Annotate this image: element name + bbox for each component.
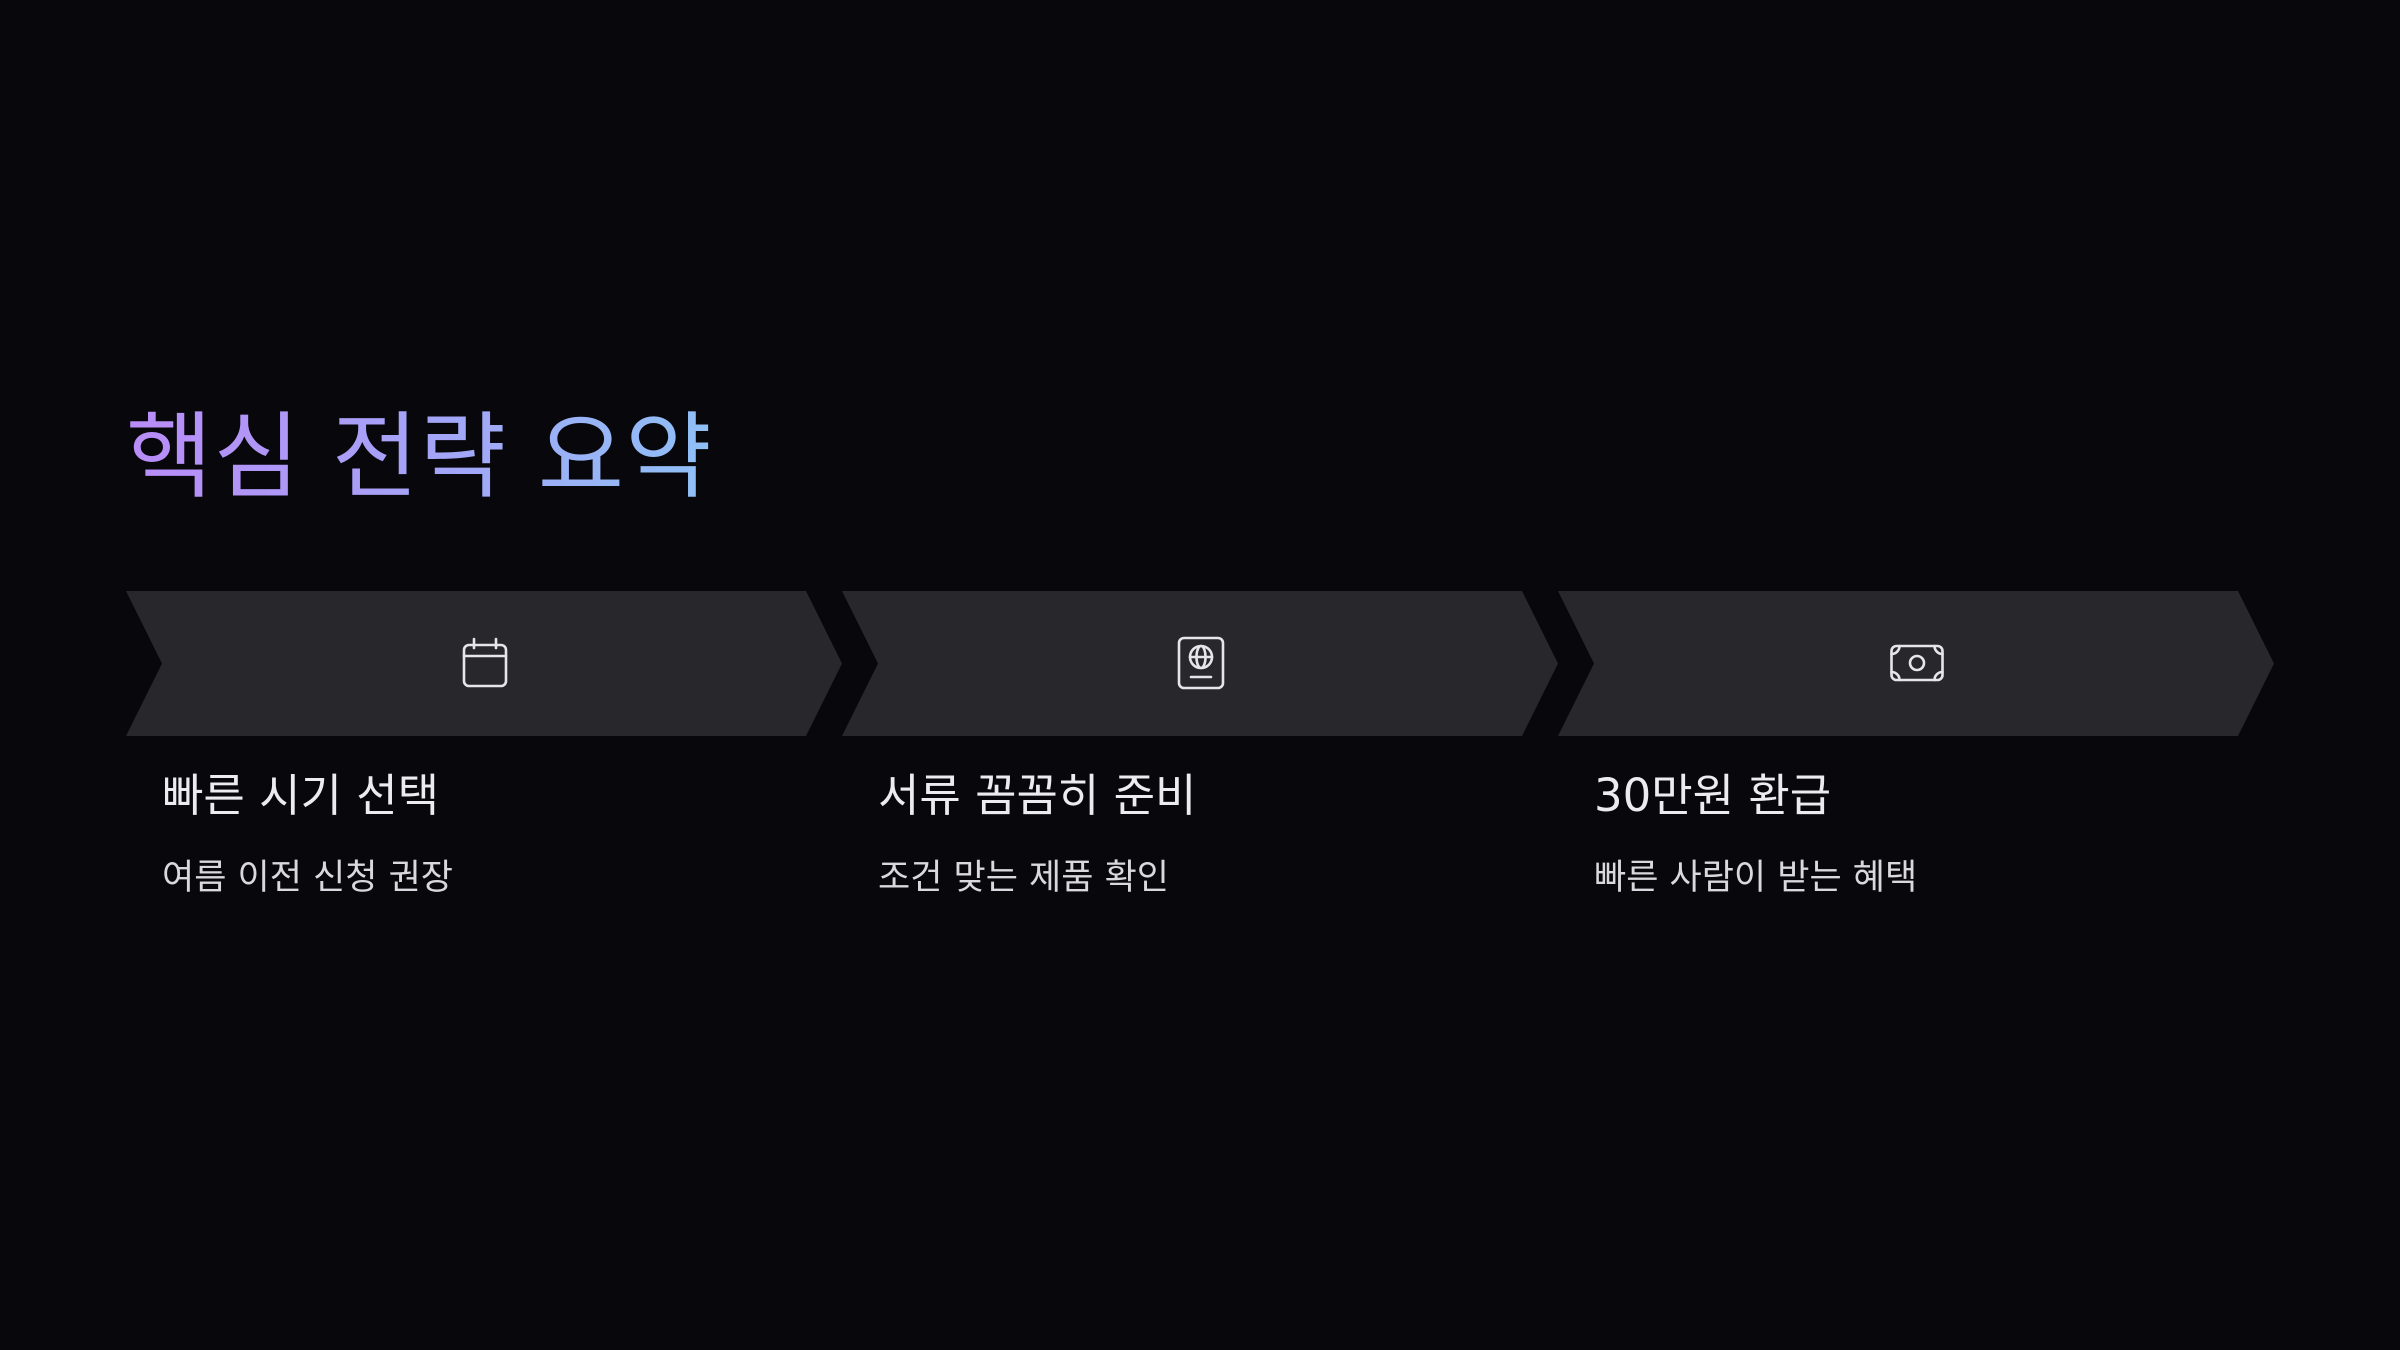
step-chevron [126,591,842,736]
step-chevron [842,591,1558,736]
banknote-icon [1890,636,1944,690]
step-heading: 서류 꼼꼼히 준비 [878,769,1197,822]
process-steps: 빠른 시기 선택 여름 이전 신청 권장 서류 꼼꼼히 준비 조건 맞는 제품 … [126,591,2274,921]
step-timing: 빠른 시기 선택 여름 이전 신청 권장 [126,591,842,921]
step-heading: 30만원 환급 [1594,769,1832,822]
calendar-icon [458,636,512,690]
passport-icon [1174,636,1228,690]
step-chevron [1558,591,2274,736]
step-documents: 서류 꼼꼼히 준비 조건 맞는 제품 확인 [842,591,1558,921]
step-refund: 30만원 환급 빠른 사람이 받는 혜택 [1558,591,2274,921]
step-description: 여름 이전 신청 권장 [162,858,453,898]
step-description: 조건 맞는 제품 확인 [878,858,1169,898]
step-description: 빠른 사람이 받는 혜택 [1594,858,1918,898]
slide-title: 핵심 전략 요약 [126,398,713,518]
step-heading: 빠른 시기 선택 [162,769,440,822]
